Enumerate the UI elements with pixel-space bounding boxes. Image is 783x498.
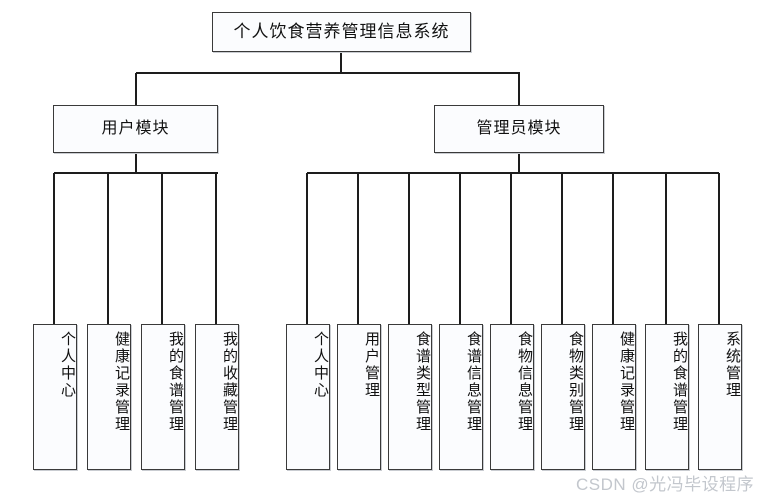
connector-root-drop-right <box>518 73 520 105</box>
connector-user-drop-1 <box>107 173 109 324</box>
connector-admin-bus <box>307 172 719 174</box>
connector-root-stem <box>340 52 342 73</box>
admin-leaf-node-label-7: 我的食谱管理 <box>671 331 687 433</box>
admin-leaf-node-7[interactable]: 我的食谱管理 <box>645 324 689 470</box>
connector-admin-drop-0 <box>306 173 308 324</box>
connector-admin-drop-7 <box>665 173 667 324</box>
connector-admin-drop-5 <box>561 173 563 324</box>
level2-node-label-0: 用户模块 <box>101 119 170 137</box>
user-leaf-node-0[interactable]: 个人中心 <box>33 324 77 470</box>
user-leaf-node-2[interactable]: 我的食谱管理 <box>141 324 185 470</box>
admin-leaf-node-label-6: 健康记录管理 <box>618 331 634 433</box>
connector-admin-drop-3 <box>459 173 461 324</box>
admin-leaf-node-6[interactable]: 健康记录管理 <box>592 324 636 470</box>
level2-node-label-1: 管理员模块 <box>476 119 562 137</box>
admin-leaf-node-label-5: 食物类别管理 <box>567 331 583 433</box>
connector-admin-stem <box>518 153 520 173</box>
user-leaf-node-label-1: 健康记录管理 <box>113 331 129 433</box>
admin-leaf-node-label-2: 食谱类型管理 <box>414 331 430 433</box>
root-node-system-title[interactable]: 个人饮食营养管理信息系统 <box>212 12 471 52</box>
admin-leaf-node-2[interactable]: 食谱类型管理 <box>388 324 432 470</box>
admin-leaf-node-label-8: 系统管理 <box>724 331 740 399</box>
user-leaf-node-3[interactable]: 我的收藏管理 <box>195 324 239 470</box>
admin-leaf-node-8[interactable]: 系统管理 <box>698 324 742 470</box>
level2-node-0[interactable]: 用户模块 <box>53 105 218 153</box>
admin-leaf-node-1[interactable]: 用户管理 <box>337 324 381 470</box>
connector-admin-drop-8 <box>718 173 720 324</box>
user-leaf-node-label-0: 个人中心 <box>59 331 75 399</box>
connector-admin-drop-2 <box>408 173 410 324</box>
user-leaf-node-1[interactable]: 健康记录管理 <box>87 324 131 470</box>
user-leaf-node-label-2: 我的食谱管理 <box>167 331 183 433</box>
connector-root-drop-left <box>135 73 137 105</box>
connector-user-drop-2 <box>161 173 163 324</box>
connector-admin-drop-6 <box>612 173 614 324</box>
admin-leaf-node-label-3: 食谱信息管理 <box>465 331 481 433</box>
connector-user-drop-3 <box>215 173 217 324</box>
connector-user-stem <box>135 153 137 173</box>
connector-user-bus <box>54 172 218 174</box>
connector-user-drop-0 <box>53 173 55 324</box>
connector-admin-drop-4 <box>510 173 512 324</box>
admin-leaf-node-3[interactable]: 食谱信息管理 <box>439 324 483 470</box>
admin-leaf-node-5[interactable]: 食物类别管理 <box>541 324 585 470</box>
csdn-watermark: CSDN @光冯毕设程序 <box>576 475 755 494</box>
admin-leaf-node-0[interactable]: 个人中心 <box>286 324 330 470</box>
admin-leaf-node-4[interactable]: 食物信息管理 <box>490 324 534 470</box>
connector-admin-drop-1 <box>357 173 359 324</box>
admin-leaf-node-label-0: 个人中心 <box>312 331 328 399</box>
admin-leaf-node-label-1: 用户管理 <box>363 331 379 399</box>
admin-leaf-node-label-4: 食物信息管理 <box>516 331 532 433</box>
level2-node-1[interactable]: 管理员模块 <box>434 105 604 153</box>
user-leaf-node-label-3: 我的收藏管理 <box>221 331 237 433</box>
connector-root-bus <box>136 72 520 74</box>
